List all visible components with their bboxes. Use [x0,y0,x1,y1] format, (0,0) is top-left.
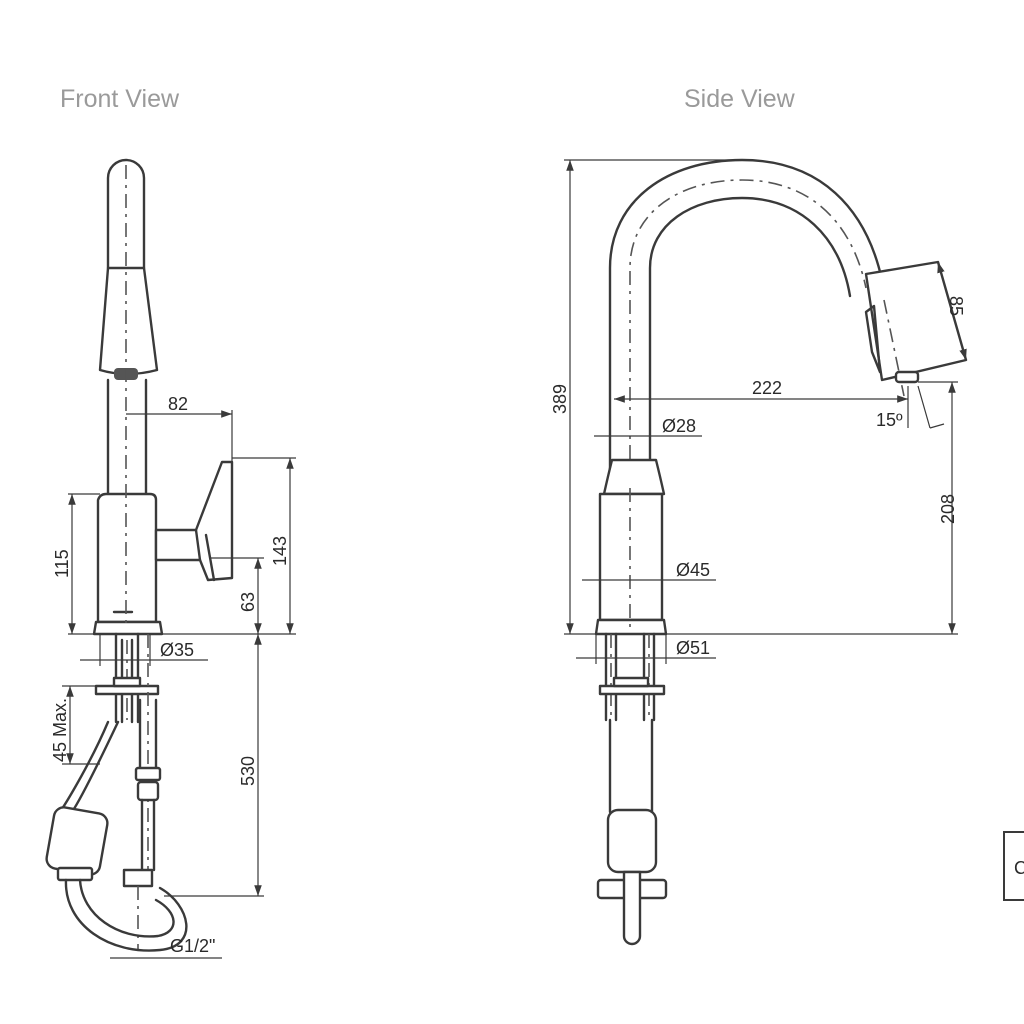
side-hose-weight [606,808,658,874]
front-spray-head [98,266,159,376]
front-dim-530: 530 [238,756,258,786]
side-hose-end [622,870,642,946]
side-spray-nozzle [894,370,920,384]
front-hose-weight [45,806,109,876]
side-dim-15: 15º [876,410,903,430]
front-dim-45-max: 45 Max. [50,698,70,762]
side-dim-15-tick [929,423,945,429]
side-spout-inner [648,196,852,490]
side-spray-head [864,260,968,382]
front-hose-weight-clamp [56,866,94,882]
cutoff-box: C [1003,831,1024,901]
side-dim-85-line [937,261,967,361]
side-mounting-nut [612,676,650,688]
side-dim-d51: Ø51 [676,638,710,658]
front-supply-pipe [138,698,158,772]
side-spray-button [864,304,882,374]
side-base [594,618,668,636]
front-dim-d35: Ø35 [160,640,194,660]
front-dim-115: 115 [52,549,72,578]
side-faucet-body [598,492,664,622]
front-thread-nut [122,868,154,888]
front-faucet-body [96,492,158,624]
side-dim-15-angled [917,385,931,429]
side-dim-85: 85 [946,296,966,316]
front-pipe-coupling-1 [134,766,162,782]
side-view: Side View 85 15º [550,85,968,946]
front-hose-loop [64,878,188,952]
front-base [92,620,164,636]
side-dim-208: 208 [938,494,958,524]
front-dim-143: 143 [270,536,290,566]
front-mounting-nut [112,676,142,688]
cutoff-label: C [1014,858,1024,878]
front-dim-82: 82 [168,394,188,414]
front-supply-pipe-lower [140,798,156,872]
side-hose [608,718,654,814]
side-dim-d45: Ø45 [676,560,710,580]
side-spray-center [883,299,905,397]
front-pipe-coupling-2 [136,780,160,802]
side-dim-d28: Ø28 [662,416,696,436]
front-lower-tube [106,378,148,497]
side-body-collar [602,458,666,496]
front-lever-handle [154,460,234,582]
front-view-title: Front View [60,85,180,113]
side-dim-222: 222 [752,378,782,398]
front-spout-tube [106,158,146,270]
front-dim-63: 63 [238,592,258,612]
side-spout-center [629,179,867,488]
front-view: Front View [45,85,296,959]
side-dim-389: 389 [550,384,570,414]
side-view-title: Side View [684,85,796,113]
front-dim-thread: G1/2" [170,936,215,956]
